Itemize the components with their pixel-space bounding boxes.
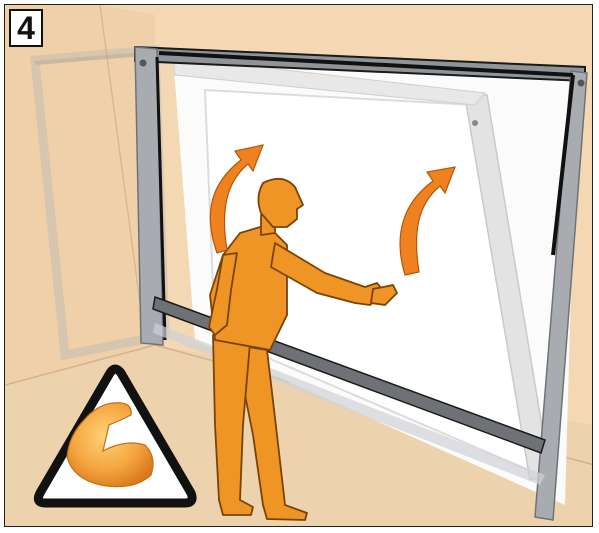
door-installation-scene xyxy=(5,5,593,527)
illustration-frame: 4 xyxy=(4,4,593,527)
side-wall xyxy=(5,5,155,385)
bolt-panel-top xyxy=(472,120,478,126)
bolt-top-right xyxy=(578,80,585,87)
step-number-badge: 4 xyxy=(9,9,43,47)
bolt-top-left xyxy=(140,60,147,67)
